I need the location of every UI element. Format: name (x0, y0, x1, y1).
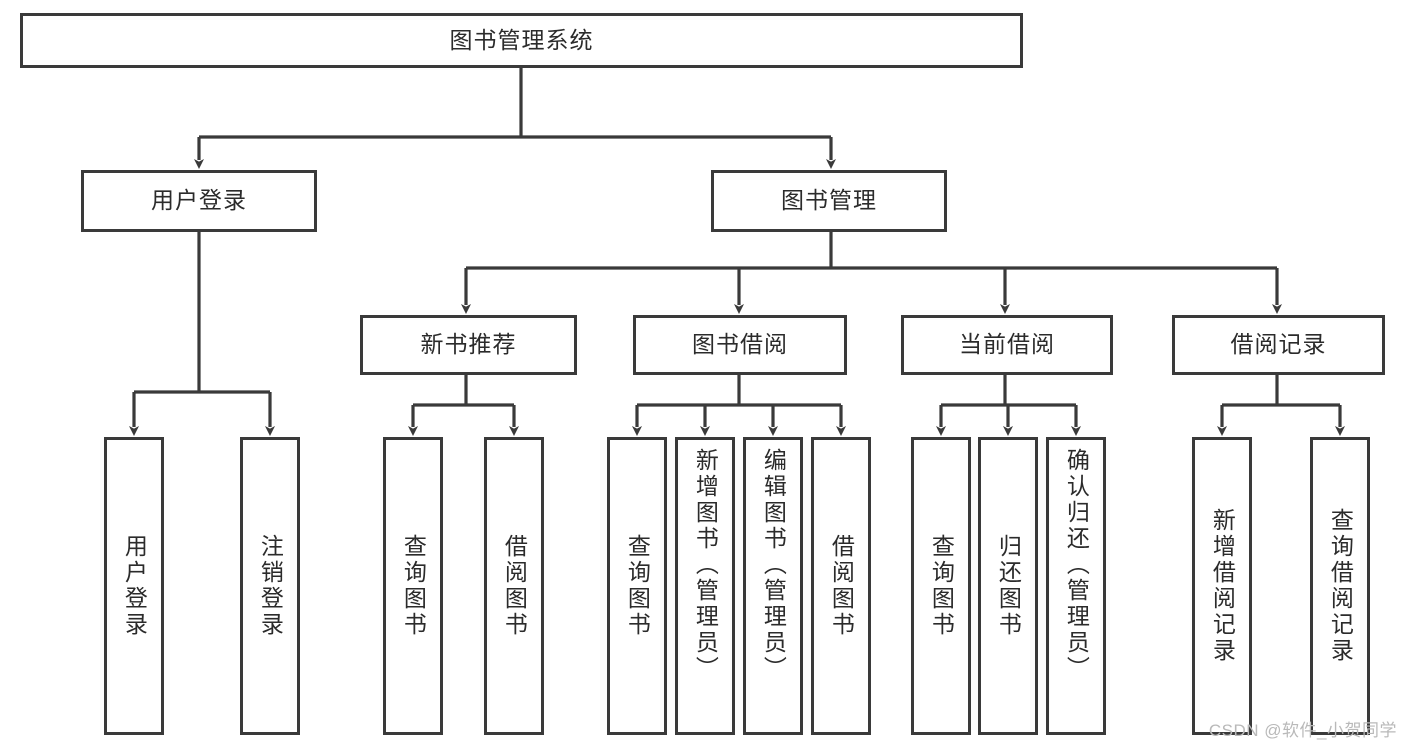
node-label: 新增图书（管理员） (692, 448, 719, 682)
leaf-query-borrow-record[interactable]: 查询借阅记录 (1310, 437, 1370, 735)
node-label: 查询图书 (400, 534, 427, 638)
leaf-edit-book[interactable]: 编辑图书（管理员） (743, 437, 803, 735)
leaf-add-borrow-record[interactable]: 新增借阅记录 (1192, 437, 1252, 735)
node-new-book-recommend[interactable]: 新书推荐 (360, 315, 577, 375)
node-label: 借阅图书 (501, 534, 528, 638)
node-label: 归还图书 (995, 534, 1022, 638)
leaf-borrow-book[interactable]: 借阅图书 (811, 437, 871, 735)
node-label: 查询图书 (624, 534, 651, 638)
leaf-query-book-recommend[interactable]: 查询图书 (383, 437, 443, 735)
leaf-query-book-borrow[interactable]: 查询图书 (607, 437, 667, 735)
leaf-logout[interactable]: 注销登录 (240, 437, 300, 735)
node-label: 借阅记录 (1230, 331, 1327, 358)
node-label: 图书管理 (781, 187, 877, 214)
leaf-borrow-book-recommend[interactable]: 借阅图书 (484, 437, 544, 735)
node-borrow-record[interactable]: 借阅记录 (1172, 315, 1385, 375)
leaf-confirm-return[interactable]: 确认归还（管理员） (1046, 437, 1106, 735)
node-label: 编辑图书（管理员） (760, 448, 787, 682)
leaf-add-book[interactable]: 新增图书（管理员） (675, 437, 735, 735)
node-label: 图书管理系统 (449, 26, 594, 53)
node-label: 借阅图书 (828, 534, 855, 638)
node-current-borrow[interactable]: 当前借阅 (901, 315, 1113, 375)
csdn-watermark: CSDN @软件_小贺同学 (1208, 721, 1397, 740)
leaf-return-book[interactable]: 归还图书 (978, 437, 1038, 735)
node-label: 当前借阅 (959, 331, 1055, 358)
node-user-login[interactable]: 用户登录 (81, 170, 317, 232)
node-book-manage[interactable]: 图书管理 (711, 170, 947, 232)
node-label: 确认归还（管理员） (1063, 448, 1090, 682)
node-label: 用户登录 (151, 187, 247, 214)
node-label: 注销登录 (257, 534, 284, 638)
node-root-book-management-system[interactable]: 图书管理系统 (20, 13, 1023, 68)
node-label: 用户登录 (121, 534, 148, 638)
node-label: 新书推荐 (420, 331, 517, 358)
node-label: 图书借阅 (692, 331, 788, 358)
leaf-user-login[interactable]: 用户登录 (104, 437, 164, 735)
node-label: 查询图书 (928, 534, 955, 638)
leaf-query-book-current[interactable]: 查询图书 (911, 437, 971, 735)
node-book-borrow[interactable]: 图书借阅 (633, 315, 847, 375)
node-label: 查询借阅记录 (1327, 508, 1354, 664)
node-label: 新增借阅记录 (1209, 508, 1236, 664)
